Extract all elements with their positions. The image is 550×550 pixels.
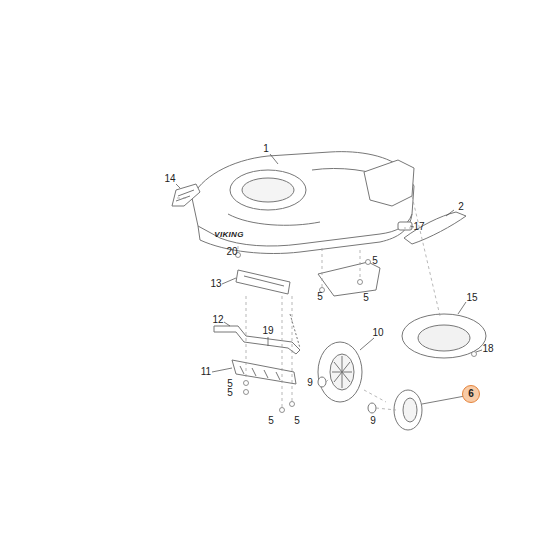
screw [244,390,249,395]
handle-guard [404,212,466,244]
callout-number: 1 [263,144,269,154]
leader-line [458,302,466,314]
rear-plate [402,314,486,358]
trim-ribs [176,190,194,201]
leader-line [224,322,230,326]
motor-opening-inner [242,178,294,202]
callout-number: 11 [201,367,211,377]
wheel-spokes [332,356,352,388]
screw [290,402,295,407]
screw [366,260,371,265]
leader-line [222,278,236,284]
leader-line [270,154,278,164]
leader-line [476,350,482,352]
small-clip [398,222,412,230]
callout-number: 20 [226,247,237,257]
washer [318,377,326,387]
brand-logo: VIKING [214,231,243,239]
height-bracket [232,360,296,384]
side-trim [172,184,200,206]
callout-number: 5 [363,293,369,303]
screw [472,352,477,357]
callout-number: 9 [307,378,313,388]
spring-rod [290,314,300,348]
mower-deck [192,152,414,246]
rear-plate-inner [418,325,470,351]
motor-opening [230,170,306,210]
screw [280,408,285,413]
parts [172,152,486,430]
leader-line [212,368,232,372]
callout-number: 5 [227,388,233,398]
callout-number: 5 [317,292,323,302]
callout-number: 17 [413,222,424,232]
dash-line [238,246,360,287]
callout-number: 15 [466,293,477,303]
washer [368,403,376,413]
leader-line [268,337,269,346]
front-bar [236,270,290,294]
highlight-callout: 6 [462,385,480,403]
callout-number: 13 [210,279,221,289]
callout-number: 2 [458,202,464,212]
wheel-hub [330,354,354,390]
dash-line [176,198,186,199]
screws [236,253,477,413]
leader-lines [176,154,482,404]
screw [358,280,363,285]
bar-line [244,276,284,286]
wheel [318,342,362,402]
rear-chute [364,160,414,206]
callout-number: 10 [372,328,383,338]
dash-line [326,378,396,410]
assembly-lines [176,196,440,410]
callout-number: 18 [482,344,493,354]
baffle-plate [318,262,380,296]
callout-number: 6 [468,389,474,399]
callout-number: 5 [372,256,378,266]
hubcap-inner [403,398,417,422]
leader-line [422,396,465,404]
callout-number: 14 [164,174,175,184]
leader-line [176,184,180,188]
callout-number: 5 [294,416,300,426]
axle [214,326,300,354]
callout-number: 19 [262,326,273,336]
leader-line [446,210,454,216]
hubcap [394,390,422,430]
screw [244,381,249,386]
callout-number: 12 [212,315,223,325]
dash-line [404,196,440,316]
callout-number: 9 [370,416,376,426]
leader-line [360,338,374,350]
dash-line [246,296,292,407]
callout-number: 5 [268,416,274,426]
leader-line [410,226,414,227]
